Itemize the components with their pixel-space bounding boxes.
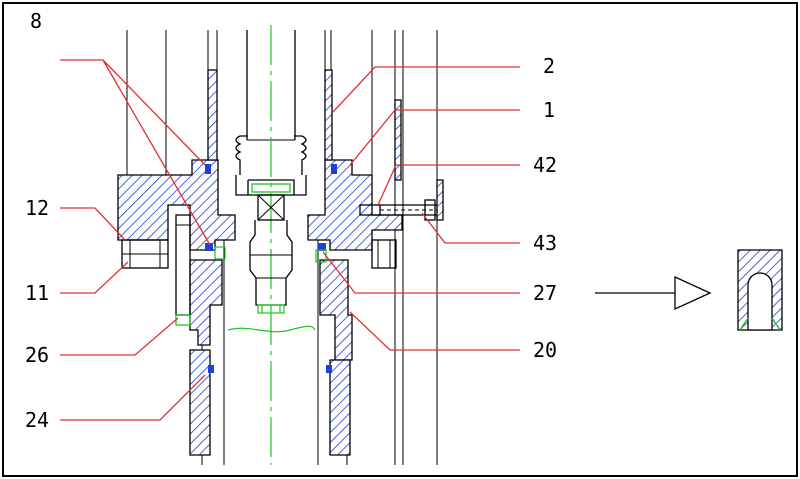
callout-1: 1 xyxy=(543,98,555,122)
leader-2 xyxy=(332,66,520,113)
callout-24: 24 xyxy=(25,408,49,432)
callout-20: 20 xyxy=(533,338,557,362)
nut-right xyxy=(371,239,397,269)
callout-42: 42 xyxy=(533,153,557,177)
leader-20 xyxy=(349,311,520,351)
right-outer-tube-2 xyxy=(436,179,444,221)
leader-42 xyxy=(377,164,520,206)
cup-seat xyxy=(251,183,291,193)
leader-26 xyxy=(60,317,179,356)
right-sleeve xyxy=(329,359,351,456)
bellows-spring xyxy=(235,135,307,175)
bolt-left xyxy=(175,214,191,326)
centerline xyxy=(227,25,316,465)
right-flange xyxy=(307,159,403,251)
callout-12: 12 xyxy=(25,196,49,220)
valve-stem xyxy=(249,194,293,314)
leader-lines xyxy=(60,59,520,421)
callout-8: 8 xyxy=(30,9,42,33)
left-body-lower xyxy=(189,259,223,346)
leader-27 xyxy=(322,251,520,294)
detail-view xyxy=(737,249,783,331)
leader-11 xyxy=(60,261,129,294)
callout-labels: 8 2 1 42 12 43 11 27 26 20 24 xyxy=(25,9,557,432)
callout-43: 43 xyxy=(533,231,557,255)
leader-12 xyxy=(60,207,126,241)
left-tube-upper xyxy=(207,69,218,161)
callout-2: 2 xyxy=(543,54,555,78)
leader-8 xyxy=(60,59,211,246)
right-body-lower xyxy=(319,259,353,361)
left-sleeve-24 xyxy=(189,349,211,456)
detail-arrow xyxy=(595,275,712,311)
callout-27: 27 xyxy=(533,281,557,305)
right-tube-upper xyxy=(324,69,333,161)
callout-11: 11 xyxy=(25,281,49,305)
leader-24 xyxy=(60,374,206,421)
nut-11-12 xyxy=(121,239,169,269)
leader-43 xyxy=(421,212,520,244)
leader-1 xyxy=(349,109,520,166)
callout-26: 26 xyxy=(25,343,49,367)
right-outer-tube xyxy=(394,99,402,181)
pin-42-43 xyxy=(359,199,437,221)
